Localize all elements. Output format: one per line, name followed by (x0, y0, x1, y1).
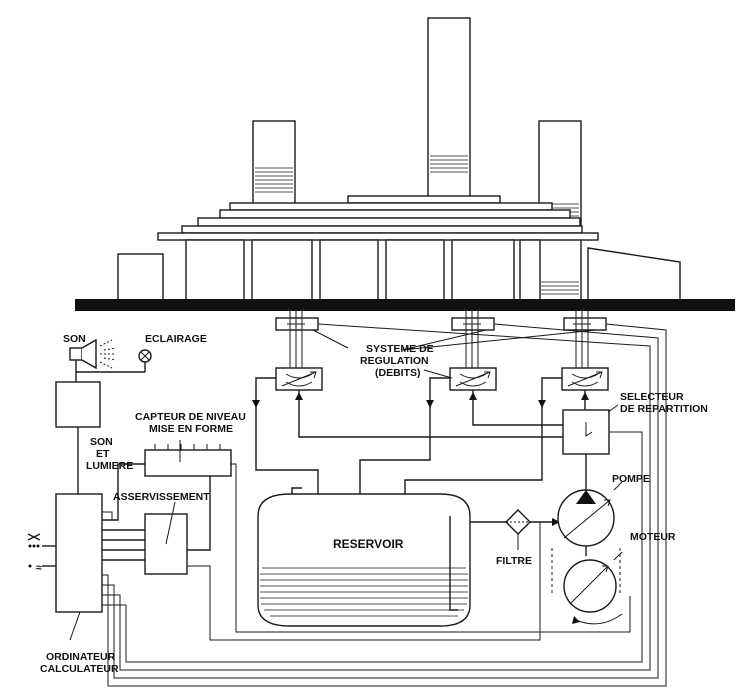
power-symbol: ≈ (36, 562, 42, 574)
step-2 (229, 202, 553, 211)
column-water-center (430, 155, 468, 173)
building-structure (75, 17, 735, 311)
moteur (563, 551, 623, 625)
label-ordinateur-1: ORDINATEUR (46, 651, 116, 663)
column-water-left (255, 167, 293, 193)
step-6 (157, 232, 599, 241)
step-5 (181, 225, 583, 234)
block-8 (587, 247, 681, 301)
reservoir (257, 487, 471, 627)
reservoir-tank (257, 493, 471, 627)
son-lumiere-box (55, 381, 101, 428)
ctrl-line-center (472, 390, 563, 426)
supply-right (404, 377, 562, 494)
label-eclairage: ECLAIRAGE (145, 333, 207, 345)
block-4 (319, 239, 379, 301)
label-reservoir: RESERVOIR (333, 537, 404, 551)
block-3 (251, 239, 313, 301)
label-ordinateur-2: CALCULATEUR (40, 663, 119, 675)
ordinateur-leader (69, 611, 81, 641)
label-systeme-3: (DEBITS) (375, 367, 421, 379)
label-son: SON (63, 333, 86, 345)
ground-slab (75, 299, 735, 311)
label-capteur-1: CAPTEUR DE NIVEAU (135, 411, 246, 423)
label-moteur: MOTEUR (630, 531, 676, 543)
control-bus (102, 323, 667, 687)
nozzles (275, 311, 607, 368)
step-1 (347, 195, 501, 204)
eclairage-lamp (76, 349, 152, 373)
son-speaker (69, 338, 117, 382)
label-son-lumiere-2: ET (96, 448, 110, 460)
block-1 (117, 253, 164, 301)
step-4 (197, 217, 581, 227)
label-filtre: FILTRE (496, 555, 532, 567)
block-2 (185, 239, 245, 301)
block-6 (451, 239, 515, 301)
step-3 (219, 209, 571, 219)
label-systeme-1: SYSTEME DE (366, 343, 434, 355)
block-5 (385, 239, 445, 301)
label-son-lumiere-1: SON (90, 436, 113, 448)
supply-center (359, 377, 450, 494)
moteur-circle (563, 559, 617, 613)
ordinateur-box (55, 493, 103, 613)
block-7 (519, 239, 541, 301)
label-son-lumiere-3: LUMIERE (86, 460, 133, 472)
label-pompe: POMPE (612, 473, 650, 485)
supply-left (255, 377, 319, 494)
selecteur-leader (607, 404, 619, 413)
label-selecteur-2: DE REPARTITION (620, 403, 708, 415)
label-asservissement: ASSERVISSEMENT (113, 491, 210, 503)
label-systeme-2: REGULATION (360, 355, 429, 367)
ctrl-line-left (298, 390, 563, 438)
regulation-valves (275, 367, 609, 391)
systeme-leaders (312, 329, 597, 379)
label-selecteur-1: SELECTEUR (620, 391, 684, 403)
label-capteur-2: MISE EN FORME (149, 423, 233, 435)
pompe (557, 481, 623, 547)
speaker-box (69, 347, 83, 361)
capteur-box (144, 449, 232, 477)
input-symbols (27, 533, 56, 568)
